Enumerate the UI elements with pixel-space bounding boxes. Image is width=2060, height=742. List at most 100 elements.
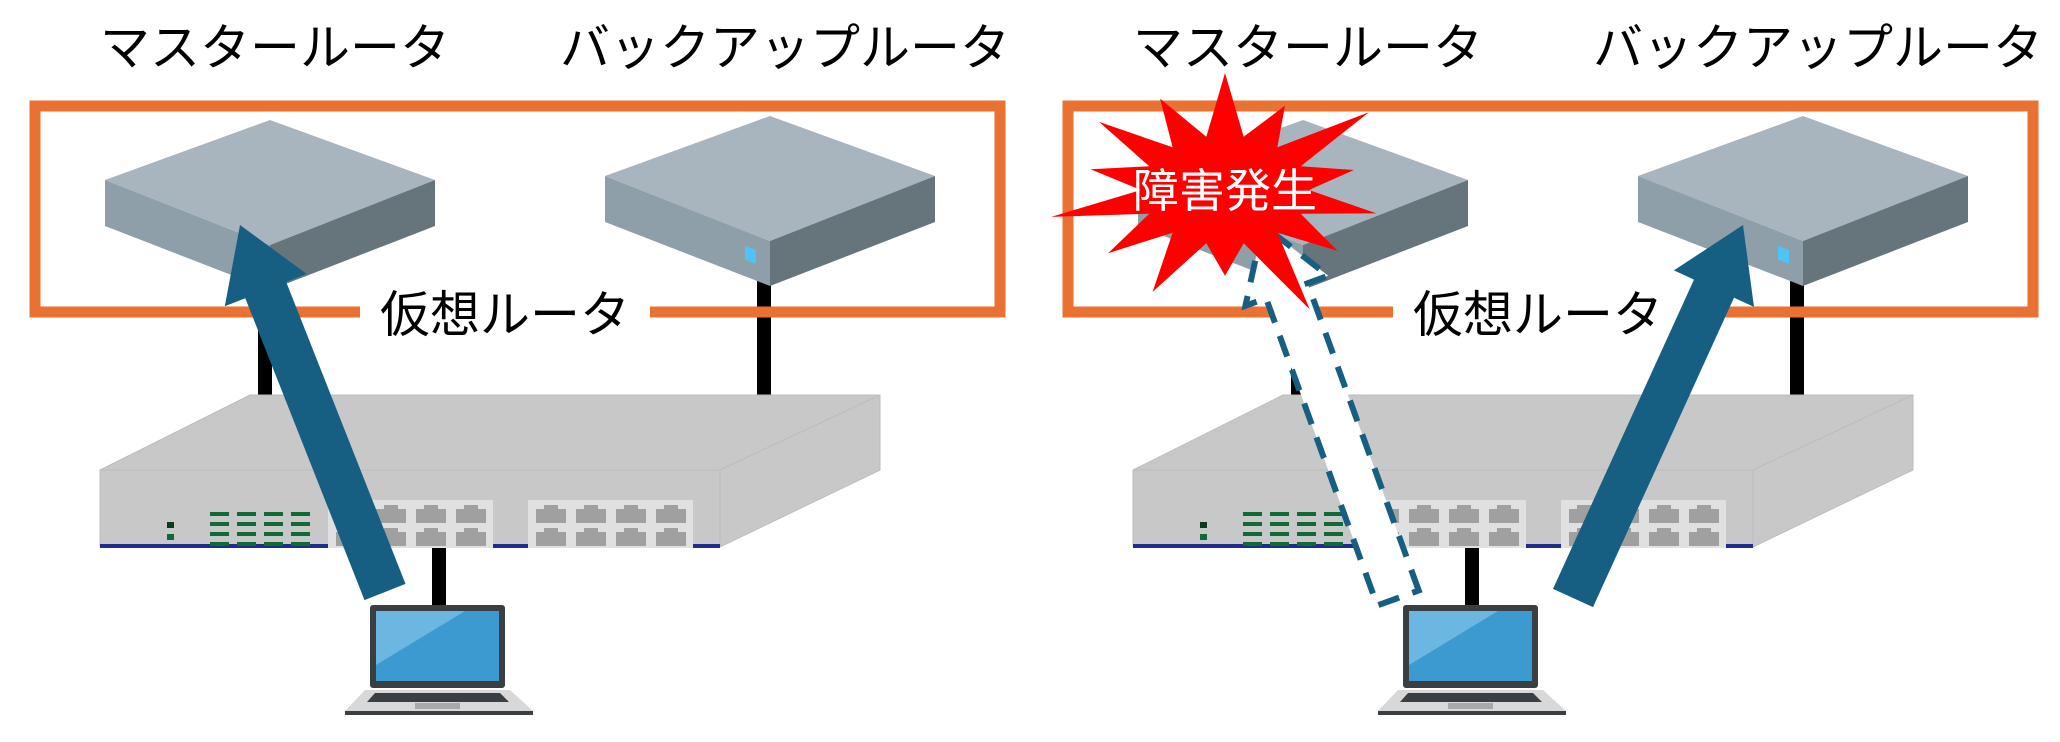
- cable-backup-to-switch: [757, 270, 771, 395]
- ethernet-port-icon: [376, 505, 406, 523]
- backup-router: [1638, 116, 1968, 286]
- cable-backup-to-switch: [1790, 270, 1804, 395]
- laptop-client: [1378, 605, 1566, 715]
- port-led-icon: [291, 512, 310, 516]
- port-led-icon: [1324, 532, 1343, 536]
- port-led-icon: [1243, 512, 1262, 516]
- router-status-led-icon: [745, 245, 756, 265]
- router-top-face: [605, 116, 935, 241]
- ethernet-port-icon: [576, 505, 606, 523]
- active-traffic-arrow-to-backup: [1553, 225, 1754, 608]
- port-led-icon: [237, 512, 256, 516]
- ethernet-port-icon: [1689, 528, 1719, 546]
- virtual-router-frame: [1062, 100, 2039, 318]
- failed-traffic-arrow-to-master: [1241, 219, 1423, 610]
- router-status-led-icon: [1778, 245, 1789, 265]
- master-router: [105, 120, 435, 290]
- cable-switch-to-laptop: [1465, 545, 1479, 605]
- ethernet-port-icon: [1449, 528, 1479, 546]
- laptop-screen-glare: [376, 611, 465, 665]
- laptop-bottom-edge: [345, 711, 533, 715]
- router-side-face: [1803, 176, 1968, 286]
- router-side-face: [270, 180, 435, 290]
- router-top-face: [1638, 116, 1968, 241]
- port-led-icon: [264, 532, 283, 536]
- ethernet-port-icon: [536, 528, 566, 546]
- ethernet-port-icon: [576, 528, 606, 546]
- laptop-keyboard-icon: [1400, 693, 1542, 702]
- virtual-router-label: 仮想ルータ: [380, 286, 630, 344]
- port-led-icon: [1297, 542, 1316, 546]
- port-led-icon: [264, 512, 283, 516]
- ethernet-port-icon: [1489, 505, 1519, 523]
- ethernet-port-icon: [456, 505, 486, 523]
- laptop-trackpad: [415, 703, 460, 709]
- switch-power-led-icon: [1200, 522, 1207, 528]
- port-led-icon: [1243, 522, 1262, 526]
- ethernet-port-icon: [1649, 528, 1679, 546]
- laptop-screen-glare: [1409, 611, 1498, 665]
- router-front-face: [605, 176, 770, 286]
- port-led-icon: [1243, 542, 1262, 546]
- laptop-bottom-edge: [1378, 711, 1566, 715]
- port-led-icon: [1270, 542, 1289, 546]
- active-traffic-arrow-to-master: [224, 225, 406, 601]
- port-led-icon: [1270, 522, 1289, 526]
- port-led-icon: [237, 532, 256, 536]
- ethernet-port-icon: [616, 528, 646, 546]
- ethernet-port-icon: [416, 528, 446, 546]
- port-led-icon: [210, 522, 229, 526]
- port-led-icon: [291, 542, 310, 546]
- network-switch: [1132, 394, 1914, 548]
- laptop-trackpad: [1448, 703, 1493, 709]
- failure-burst-icon: [1051, 73, 1377, 310]
- ethernet-port-icon: [416, 505, 446, 523]
- cable-switch-to-laptop: [432, 545, 446, 605]
- router-top-face: [105, 120, 435, 245]
- failure-label: 障害発生: [1133, 164, 1317, 218]
- network-switch: [99, 394, 881, 548]
- ethernet-port-icon: [1409, 505, 1439, 523]
- backup-router-label: バックアップルータ: [1593, 19, 2043, 77]
- port-led-icon: [210, 512, 229, 516]
- backup-router: [605, 116, 935, 286]
- port-led-icon: [1324, 512, 1343, 516]
- port-led-icon: [210, 532, 229, 536]
- port-led-icon: [1297, 522, 1316, 526]
- port-led-icon: [1324, 522, 1343, 526]
- port-led-icon: [1243, 532, 1262, 536]
- ethernet-port-icon: [1449, 505, 1479, 523]
- port-led-icon: [1324, 542, 1343, 546]
- backup-router-label: バックアップルータ: [560, 19, 1010, 77]
- port-led-icon: [264, 522, 283, 526]
- ethernet-port-icon: [536, 505, 566, 523]
- switch-status-led-icon: [1200, 534, 1207, 540]
- router-front-face: [1638, 176, 1803, 286]
- switch-power-led-icon: [167, 522, 174, 528]
- ethernet-port-icon: [616, 505, 646, 523]
- ethernet-port-icon: [456, 528, 486, 546]
- laptop-keyboard-icon: [367, 693, 509, 702]
- laptop-client: [345, 605, 533, 715]
- router-side-face: [770, 176, 935, 286]
- router-side-face: [1303, 180, 1468, 290]
- port-led-icon: [210, 542, 229, 546]
- master-router-label: マスタールータ: [1133, 19, 1483, 77]
- port-led-icon: [1270, 532, 1289, 536]
- ethernet-port-icon: [1689, 505, 1719, 523]
- master-router-label: マスタールータ: [100, 19, 450, 77]
- port-led-icon: [1297, 532, 1316, 536]
- router-front-face: [105, 180, 270, 290]
- ethernet-port-icon: [656, 505, 686, 523]
- port-led-icon: [1270, 512, 1289, 516]
- port-led-icon: [237, 522, 256, 526]
- port-led-icon: [1297, 512, 1316, 516]
- panel-failover: マスタールータバックアップルータ仮想ルータ障害発生: [1051, 19, 2043, 715]
- ethernet-port-icon: [1489, 528, 1519, 546]
- ethernet-port-icon: [1409, 528, 1439, 546]
- port-led-icon: [291, 522, 310, 526]
- port-led-icon: [264, 542, 283, 546]
- switch-status-led-icon: [167, 534, 174, 540]
